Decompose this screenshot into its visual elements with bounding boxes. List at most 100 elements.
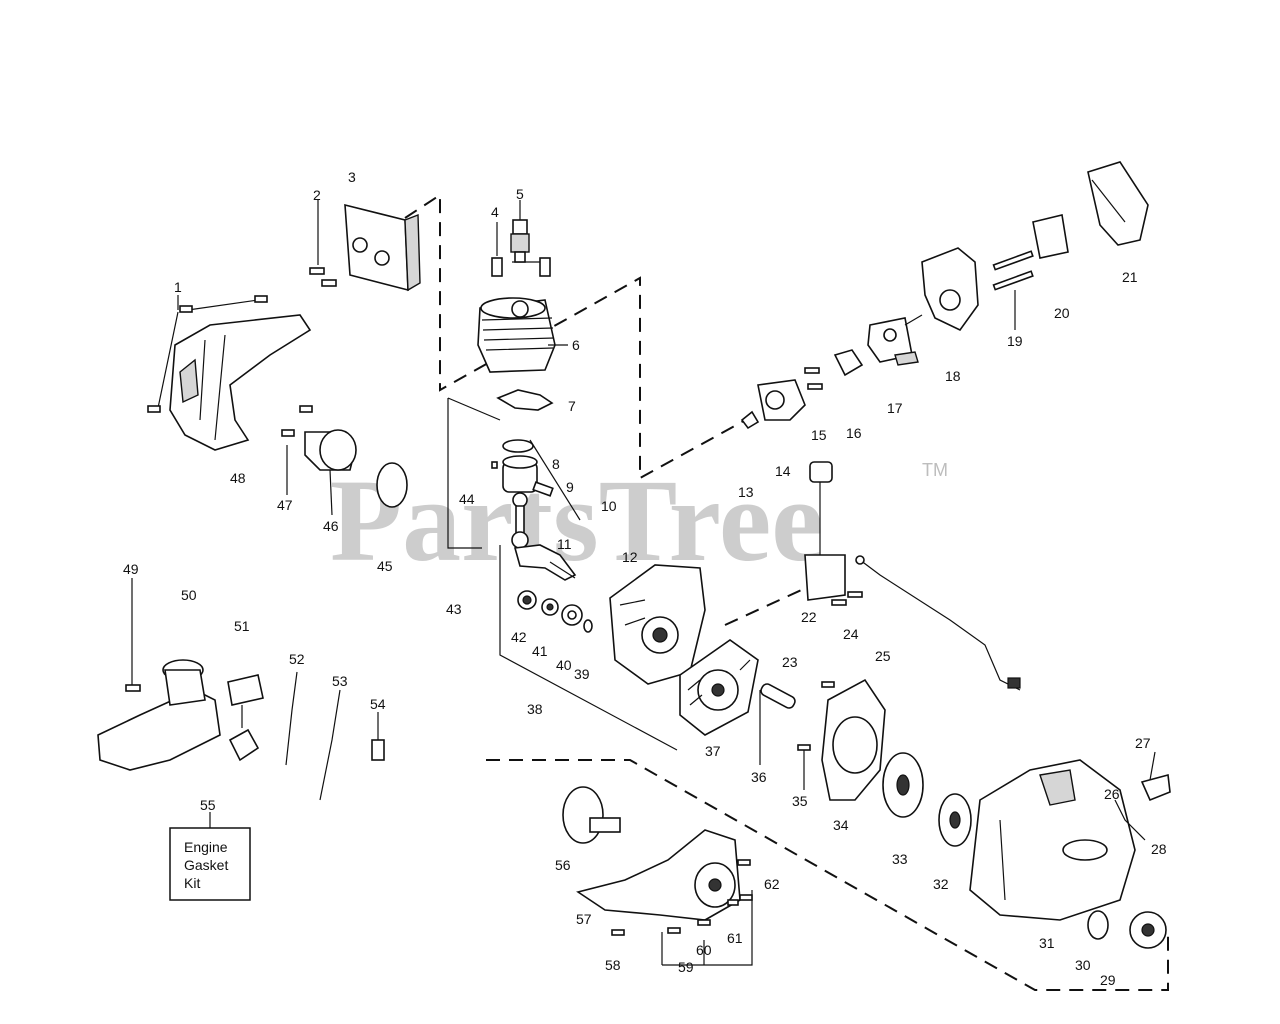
callout-24: 24	[843, 626, 859, 642]
callout-51: 51	[234, 618, 250, 634]
callout-60: 60	[696, 942, 712, 958]
intake-gasket-13	[740, 410, 760, 430]
callout-11: 11	[557, 536, 572, 552]
callout-44: 44	[459, 491, 475, 507]
air-filter-base-18	[921, 247, 979, 332]
callout-27: 27	[1135, 735, 1151, 751]
callout-43: 43	[446, 601, 462, 617]
callout-50: 50	[181, 587, 197, 603]
callout-16: 16	[846, 425, 862, 441]
callout-6: 6	[572, 337, 580, 353]
callout-56: 56	[555, 857, 571, 873]
seal-41	[541, 598, 559, 616]
fuel-line-52	[285, 671, 298, 766]
air-filter-20	[1032, 214, 1069, 259]
screw-49	[125, 578, 141, 692]
carburetor-17	[867, 314, 923, 366]
callout-46: 46	[323, 518, 339, 534]
screws-15	[804, 367, 823, 390]
fan-housing-34	[821, 678, 886, 801]
callout-38: 38	[527, 701, 543, 717]
callout-62: 62	[764, 876, 780, 892]
callout-34: 34	[833, 817, 849, 833]
callout-17: 17	[887, 400, 903, 416]
screws-35	[797, 681, 835, 790]
callout-20: 20	[1054, 305, 1070, 321]
fuel-cap-51	[227, 674, 264, 762]
screw-1c	[147, 405, 161, 413]
callout-12: 12	[622, 549, 638, 565]
leader-1-screws	[157, 299, 259, 409]
bolts-19	[992, 250, 1034, 330]
starter-handle-27	[1140, 751, 1171, 802]
piston-ring-part	[502, 439, 534, 453]
leader-26-28	[1114, 799, 1146, 841]
pin-23	[760, 683, 796, 709]
callout-31: 31	[1039, 935, 1055, 951]
callout-15: 15	[811, 427, 827, 443]
watermark-text: PartsTree	[330, 455, 824, 586]
kit-line-3: Kit	[184, 875, 200, 891]
callout-18: 18	[945, 368, 961, 384]
ring-39	[583, 619, 593, 633]
callout-26: 26	[1104, 786, 1120, 802]
screws-58-61	[611, 859, 753, 936]
piston-pin-part	[491, 461, 554, 497]
callout-59: 59	[678, 959, 694, 975]
bracket-43	[447, 398, 482, 549]
callout-42: 42	[511, 629, 527, 645]
recoil-spring-32	[938, 793, 972, 847]
callout-52: 52	[289, 651, 305, 667]
callout-35: 35	[792, 793, 808, 809]
spark-plug-part	[510, 200, 530, 263]
callout-21: 21	[1122, 269, 1138, 285]
dashed-outline-clutch	[486, 759, 1169, 991]
dashed-outline-cylinder	[404, 193, 761, 480]
screw-1a	[179, 305, 193, 313]
callout-2: 2	[313, 187, 321, 203]
cylinder-part	[477, 297, 568, 373]
callout-53: 53	[332, 673, 348, 689]
muffler-screws-47	[281, 405, 313, 495]
callout-48: 48	[230, 470, 246, 486]
callout-40: 40	[556, 657, 572, 673]
callout-19: 19	[1007, 333, 1023, 349]
crankcase-part	[609, 564, 706, 685]
callout-3: 3	[348, 169, 356, 185]
muffler-gasket-part	[376, 462, 408, 508]
callout-labels: 1 2 3 4 5 6 7 8 9 10 11 12 13 14 15 16 1…	[123, 169, 1167, 988]
engine-cover-31	[969, 759, 1136, 921]
stop-wire-25	[855, 555, 1021, 691]
screws-24	[831, 591, 863, 606]
carb-gasket-16	[833, 349, 864, 377]
callout-22: 22	[801, 609, 817, 625]
fuel-line-53	[319, 689, 341, 801]
bearing-42	[517, 590, 537, 610]
bracket-38	[499, 545, 678, 751]
connecting-rod-part	[511, 492, 529, 549]
bearing-40	[561, 604, 583, 626]
callout-4: 4	[491, 204, 499, 220]
callout-5: 5	[516, 186, 524, 202]
callout-23: 23	[782, 654, 798, 670]
bracket-59	[662, 890, 753, 966]
callout-55: 55	[200, 797, 216, 813]
starter-pulley-33	[882, 752, 924, 818]
watermark-trademark: TM	[922, 460, 948, 480]
callout-39: 39	[574, 666, 590, 682]
callout-37: 37	[705, 743, 721, 759]
engine-gasket-kit-box: Engine Gasket Kit 55	[169, 797, 251, 901]
callout-28: 28	[1151, 841, 1167, 857]
callout-13: 13	[738, 484, 754, 500]
cylinder-bolt-4	[491, 222, 551, 277]
callout-61: 61	[727, 930, 743, 946]
callout-45: 45	[377, 558, 393, 574]
callout-1: 1	[174, 279, 182, 295]
callout-10: 10	[601, 498, 617, 514]
bracket-10	[529, 439, 581, 521]
fuel-filter-54	[371, 712, 385, 761]
callout-49: 49	[123, 561, 139, 577]
callout-36: 36	[751, 769, 767, 785]
callout-25: 25	[875, 648, 891, 664]
